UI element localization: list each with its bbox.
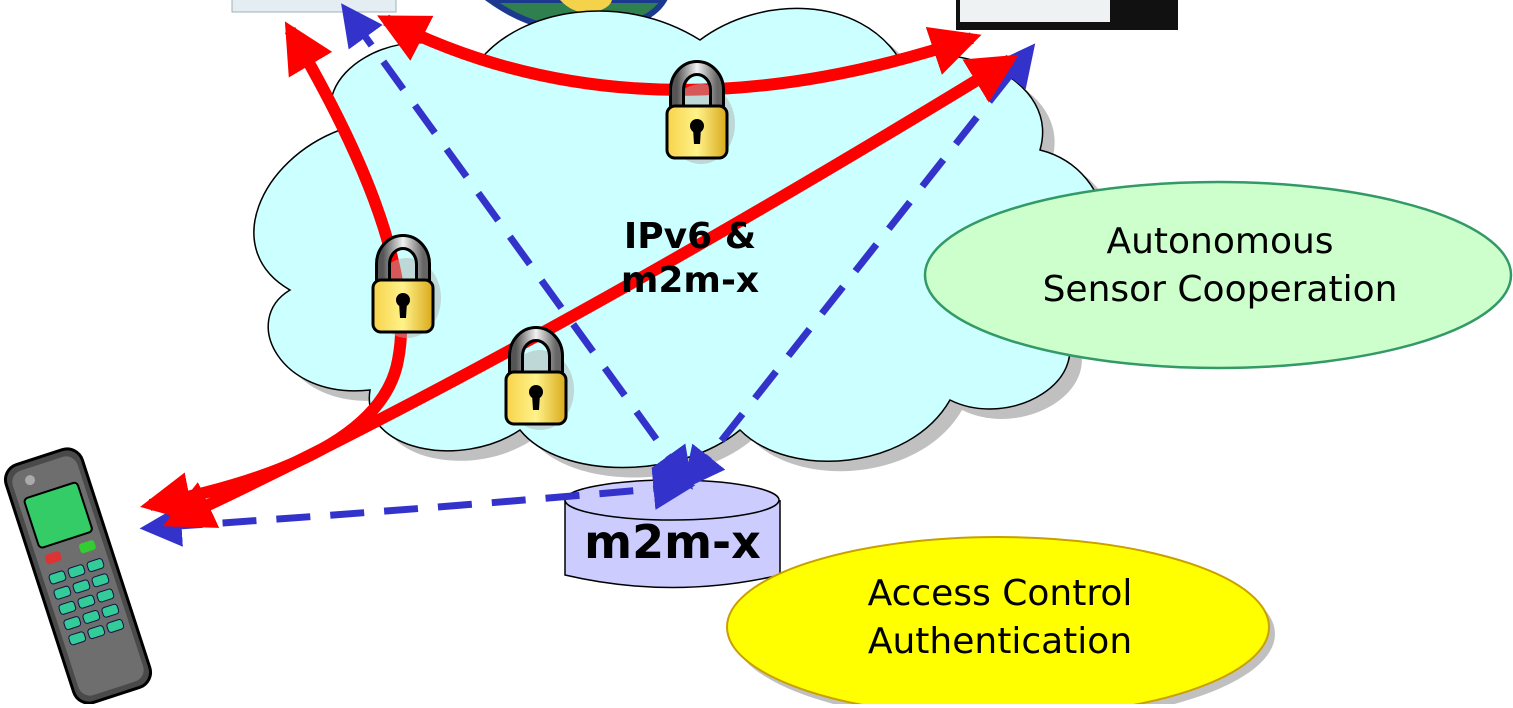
autonomous-sensor-line1: Autonomous — [1106, 221, 1334, 262]
database-label: m2m-x — [584, 515, 761, 569]
mobile-phone-icon — [3, 447, 153, 705]
autonomous-sensor-line2: Sensor Cooperation — [1042, 269, 1398, 310]
access-control-line1: Access Control — [867, 573, 1133, 614]
autonomous-sensor-label: Autonomous Sensor Cooperation — [960, 218, 1480, 314]
device-image-left — [231, 0, 397, 13]
cloud-label: IPv6 & m2m-x — [560, 215, 820, 303]
access-control-line2: Authentication — [867, 621, 1133, 662]
device-image-right — [956, 0, 1178, 30]
access-control-label: Access Control Authentication — [760, 570, 1240, 666]
access-control-ellipse — [726, 536, 1270, 708]
secure-link-diagonal — [162, 54, 1019, 528]
secure-links — [140, 14, 1019, 528]
cloud-label-line1: IPv6 & — [623, 216, 757, 257]
cloud-label-line2: m2m-x — [620, 260, 760, 301]
